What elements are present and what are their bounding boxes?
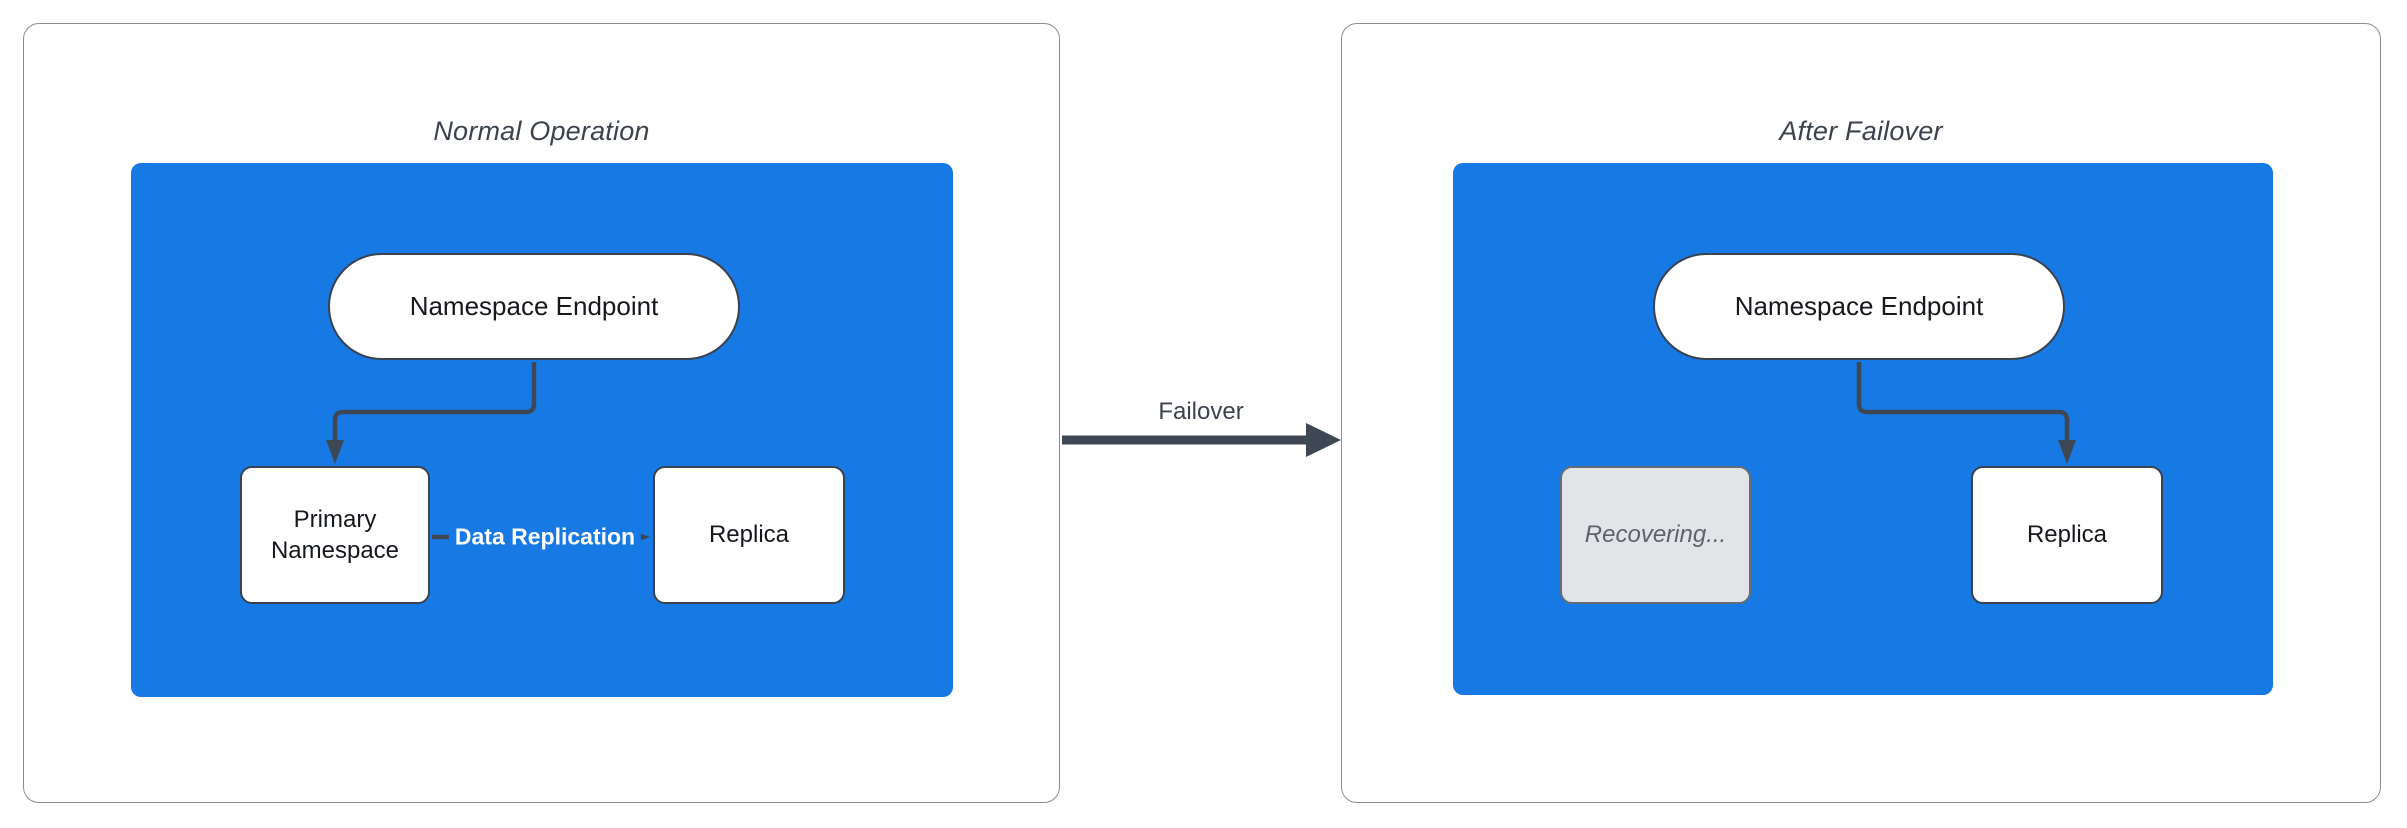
panel-title-normal-operation: Normal Operation <box>433 116 650 146</box>
node-replica-failover-label: Replica <box>2026 521 2108 549</box>
node-recovering: Recovering... <box>1560 466 1751 604</box>
failover-arrow <box>1062 423 1341 457</box>
node-namespace-endpoint-failover-label: Namespace Endpoint <box>1734 291 1984 321</box>
node-namespace-endpoint-normal-label: Namespace Endpoint <box>409 291 659 321</box>
panel-title-after-failover: After Failover <box>1779 116 1943 146</box>
failover-label: Failover <box>1158 398 1244 425</box>
cluster-after-failover <box>1453 163 2273 695</box>
node-namespace-endpoint-normal: Namespace Endpoint <box>328 253 740 360</box>
node-replica-failover: Replica <box>1971 466 2163 604</box>
node-primary-namespace-label: Primary Namespace <box>270 505 400 564</box>
node-replica-normal-label: Replica <box>708 521 790 549</box>
cluster-normal-operation <box>131 163 953 697</box>
edge-label-data-replication: Data Replication <box>448 521 642 553</box>
node-namespace-endpoint-failover: Namespace Endpoint <box>1653 253 2065 360</box>
node-recovering-label: Recovering... <box>1584 521 1727 549</box>
node-replica-normal: Replica <box>653 466 845 604</box>
node-primary-namespace: Primary Namespace <box>240 466 430 604</box>
